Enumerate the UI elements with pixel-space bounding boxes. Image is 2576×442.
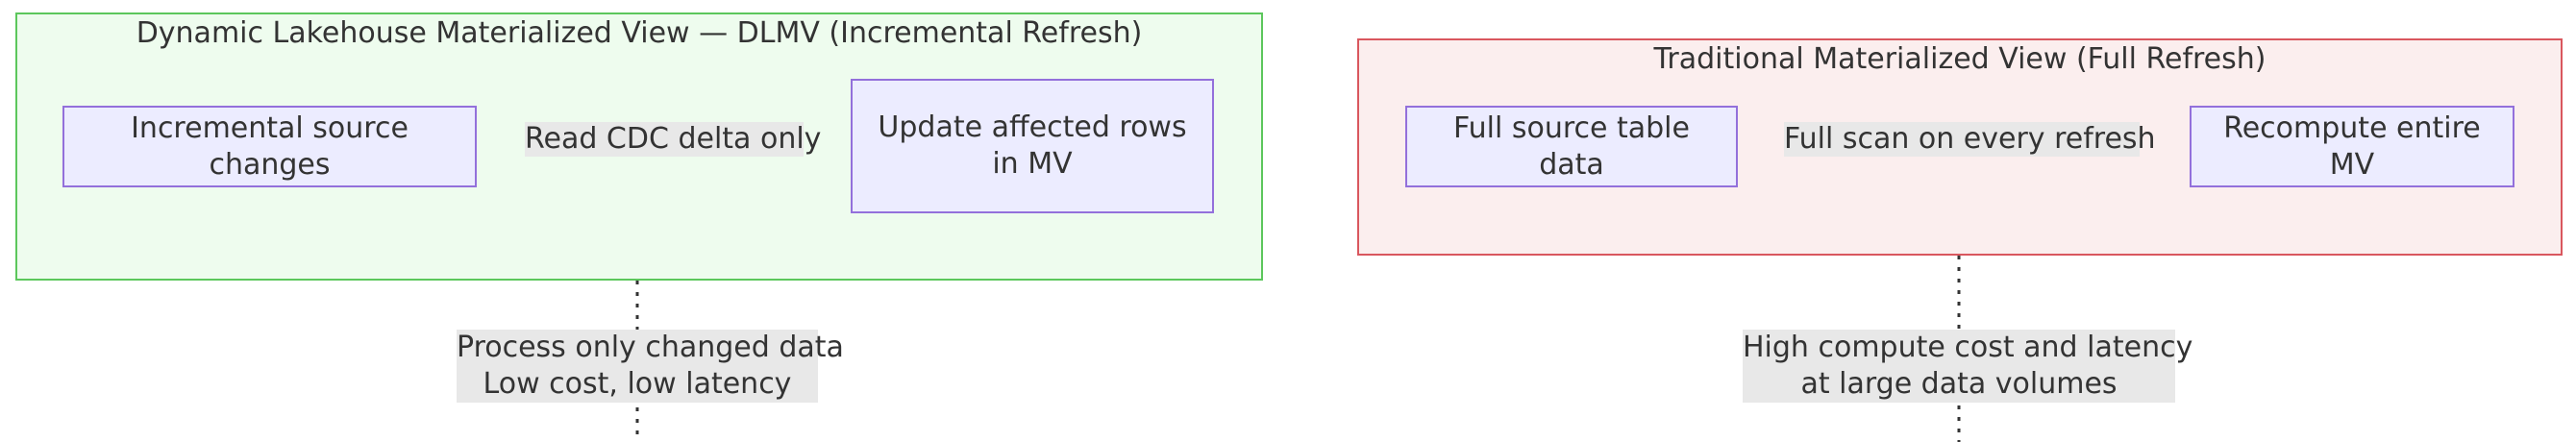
incremental-source-changes-node[interactable]: Incremental source changes (62, 106, 477, 187)
dlmv-note: Process only changed data Low cost, low … (457, 330, 844, 403)
dlmv-edge-label: Read CDC delta only (525, 122, 822, 157)
full-source-table-data-node[interactable]: Full source table data (1405, 106, 1738, 187)
update-affected-rows-node[interactable]: Update affected rows in MV (851, 79, 1214, 213)
traditional-cluster-title: Traditional Materialized View (Full Refr… (1653, 42, 2266, 76)
recompute-entire-mv-node[interactable]: Recompute entire MV (2190, 106, 2514, 187)
traditional-note: High compute cost and latency at large d… (1743, 330, 2193, 403)
traditional-note-line1: High compute cost and latency (1743, 331, 2193, 364)
traditional-note-line2: at large data volumes (1800, 367, 2118, 401)
dlmv-cluster-title: Dynamic Lakehouse Materialized View — DL… (136, 16, 1143, 50)
traditional-edge-label: Full scan on every refresh (1784, 122, 2156, 157)
dlmv-note-line1: Process only changed data (457, 331, 844, 364)
dlmv-note-line2: Low cost, low latency (483, 367, 792, 401)
